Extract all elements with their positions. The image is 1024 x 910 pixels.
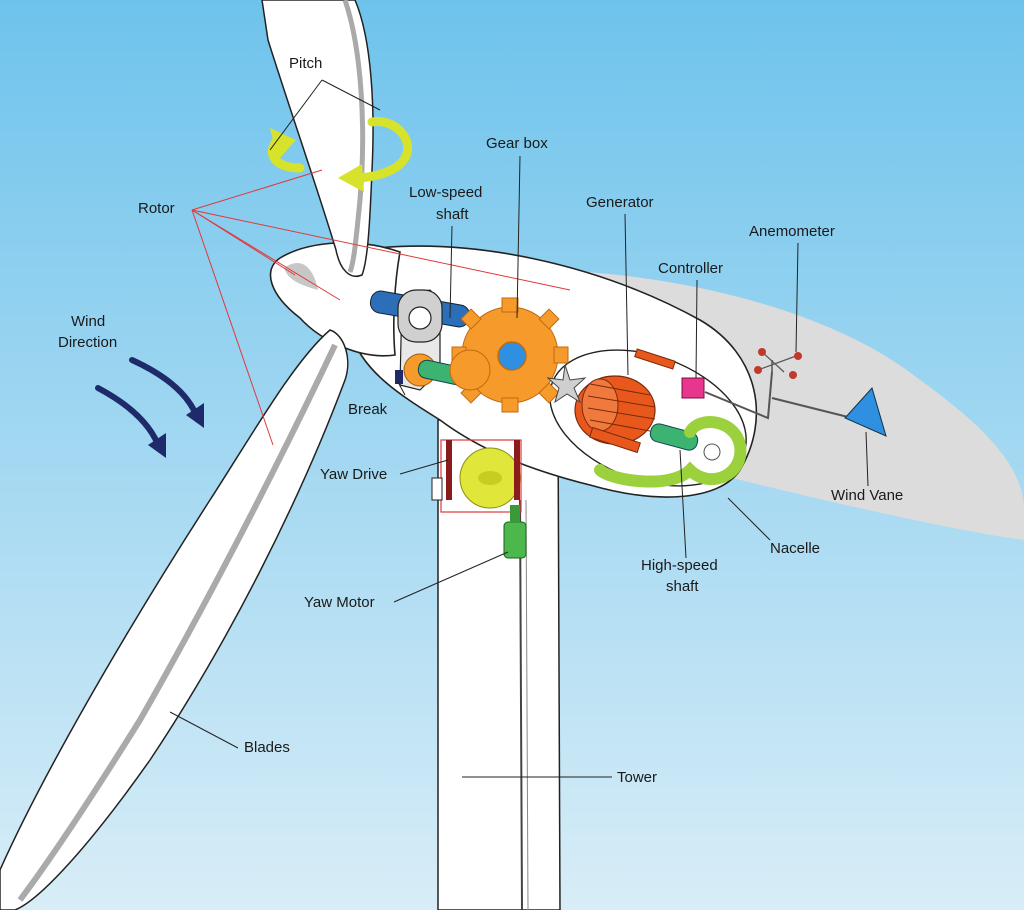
leader-lines: [169, 79, 869, 778]
coupling: [594, 416, 747, 488]
rotor-leader-lines: [191, 169, 571, 446]
blade-lower: [0, 329, 349, 910]
gear-star: [546, 364, 587, 404]
shaft-bearing: [408, 306, 432, 330]
label-rotor: Rotor: [138, 200, 175, 217]
wind-arrowhead-2: [148, 433, 166, 458]
pitch-arrowhead-right: [338, 164, 364, 192]
blade-lower-edge: [17, 343, 338, 902]
yaw-motor: [503, 505, 527, 559]
yaw-drive: [431, 439, 522, 513]
tower-seam: [519, 499, 523, 910]
anemometer: [754, 348, 802, 379]
label-high-speed-shaft-1: High-speed: [641, 557, 718, 574]
label-gear-box: Gear box: [486, 135, 548, 152]
label-yaw-motor: Yaw Motor: [304, 594, 375, 611]
label-low-speed-shaft-2: shaft: [436, 206, 469, 223]
label-generator: Generator: [586, 194, 654, 211]
controller-box: [681, 377, 705, 399]
generator-top-pad: [634, 348, 676, 370]
label-high-speed-shaft-2: shaft: [666, 578, 699, 595]
label-blades: Blades: [244, 739, 290, 756]
label-anemometer: Anemometer: [749, 223, 835, 240]
blade-top: [261, 0, 374, 277]
generator: [574, 375, 656, 445]
wind-vane-rod: [771, 397, 861, 421]
anemometer-mast: [704, 371, 773, 420]
wind-vane: [844, 386, 887, 437]
brake-caliper: [395, 370, 403, 384]
label-brake: Break: [348, 401, 388, 418]
label-wind-direction-2: Direction: [58, 334, 117, 351]
generator-base: [589, 426, 641, 454]
coupling-center: [703, 443, 721, 461]
wind-arrowhead-1: [186, 403, 204, 428]
label-wind-vane: Wind Vane: [831, 487, 903, 504]
label-nacelle: Nacelle: [770, 540, 820, 557]
gear-box: [449, 297, 569, 413]
label-controller: Controller: [658, 260, 723, 277]
label-pitch: Pitch: [289, 55, 322, 72]
high-speed-shaft: [649, 423, 699, 451]
label-yaw-drive: Yaw Drive: [320, 466, 387, 483]
tower-seam-shadow: [525, 499, 529, 910]
label-tower: Tower: [617, 769, 657, 786]
label-low-speed-shaft-1: Low-speed: [409, 184, 482, 201]
label-wind-direction-1: Wind: [71, 313, 105, 330]
pitch-arrowhead-left: [270, 128, 296, 160]
